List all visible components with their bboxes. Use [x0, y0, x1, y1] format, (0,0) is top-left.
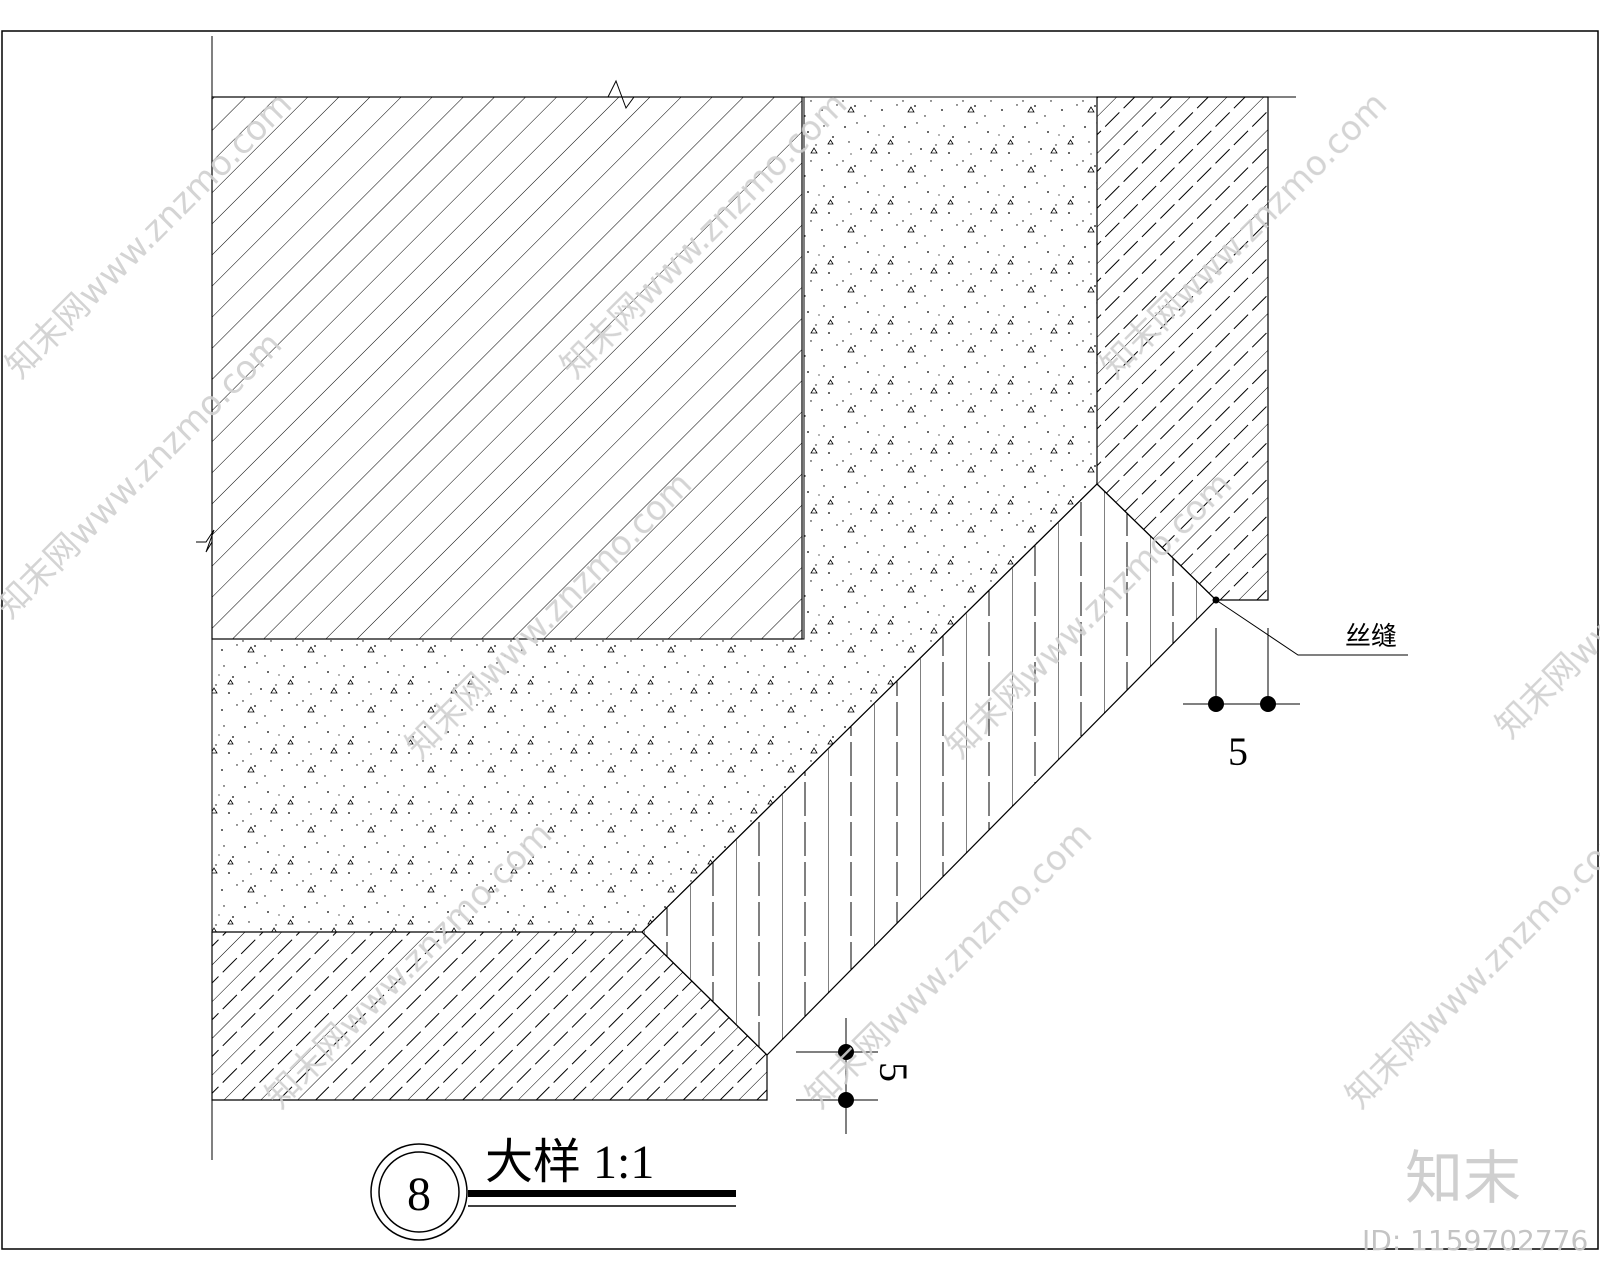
right-facing-slab — [1096, 96, 1269, 601]
dimension-right-value: 5 — [1228, 729, 1248, 774]
watermark-logo: 知末 — [1405, 1144, 1521, 1212]
dimension-bottom: 5 — [796, 1018, 916, 1134]
detail-number: 8 — [407, 1168, 431, 1221]
watermark-id: ID: 1159702776 — [1362, 1224, 1588, 1257]
detail-title-text: 大样 1:1 — [485, 1136, 654, 1189]
dimension-bottom-value: 5 — [871, 1062, 916, 1082]
callout-label: 丝缝 — [1345, 622, 1397, 651]
bottom-facing-slab — [211, 931, 768, 1101]
detail-title: 8 大样 1:1 — [370, 1136, 736, 1241]
left-break-mark — [196, 529, 215, 553]
drawing-frame — [1, 30, 1599, 1250]
upper-stone-block — [211, 96, 803, 640]
dimension-right: 5 — [1183, 628, 1300, 774]
svg-text:知末网www.znzmo.com: 知末网www.znzmo.com — [1488, 444, 1600, 746]
title-underline-thick — [468, 1190, 736, 1197]
callout-leader — [1215, 599, 1408, 656]
svg-text:知末网www.znzmo.com: 知末网www.znzmo.com — [1338, 814, 1600, 1116]
